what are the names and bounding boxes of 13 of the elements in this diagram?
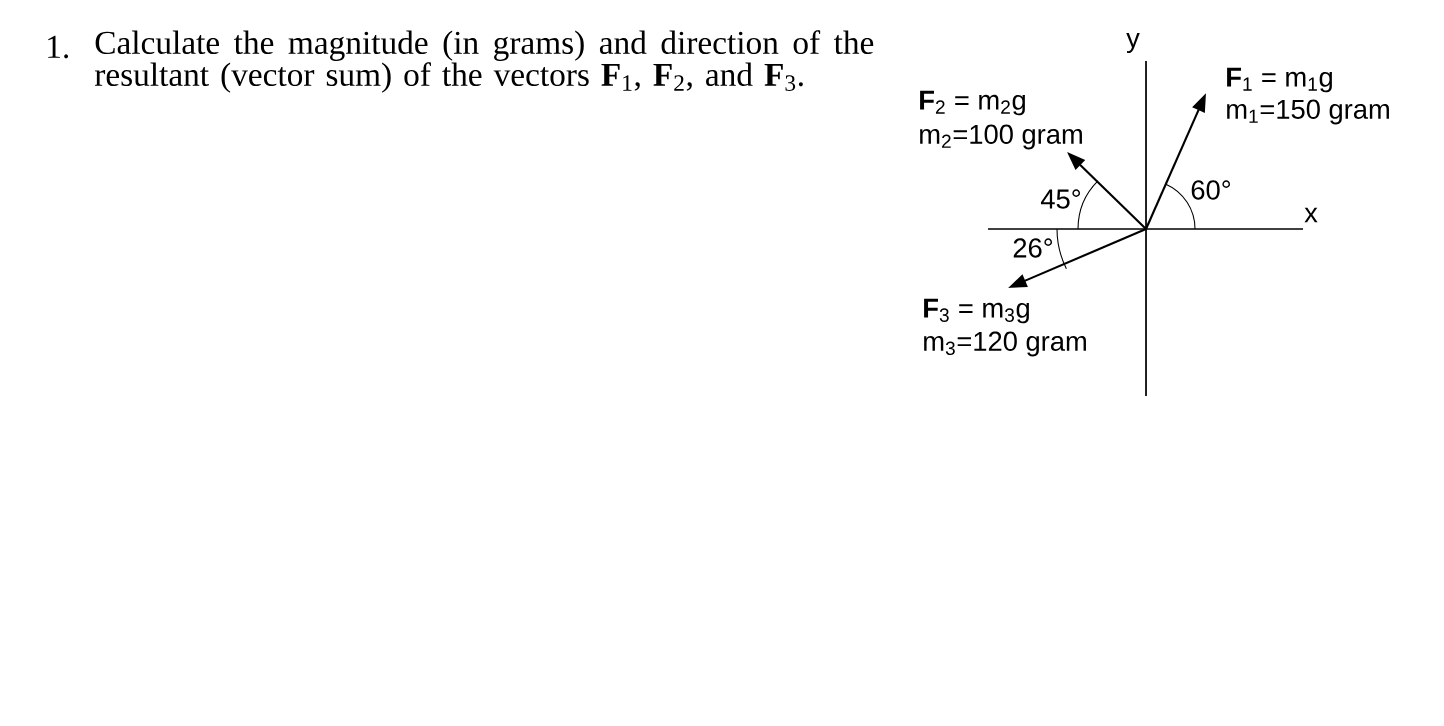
axis-label: y <box>1126 32 1140 54</box>
force-label: F$_{1}$ = m$_{1}$g <box>1227 67 1332 93</box>
question-number: 1. <box>48 35 69 59</box>
force-label: F$_{2}$ = m$_{2}$g <box>920 90 1025 116</box>
angle-label: 26° <box>1013 238 1053 258</box>
angle-label: 60° <box>1191 180 1231 200</box>
axis-label: x <box>1304 207 1318 223</box>
question-text: Calculate the magnitude (in grams) and direction of the resultant (vector sum) of the vectors F$_{1}$, F$_{2}$, and F$_{3}$. <box>94 30 874 93</box>
mass-label: m$_{1}$=150 gram <box>1227 99 1389 125</box>
force-label: F$_{3}$ = m$_{3}$g <box>924 298 1029 324</box>
angle-label: 45° <box>1040 189 1081 209</box>
mass-label: m$_{2}$=100 gram <box>920 124 1082 150</box>
mass-label: m$_{3}$=120 gram <box>924 331 1086 357</box>
